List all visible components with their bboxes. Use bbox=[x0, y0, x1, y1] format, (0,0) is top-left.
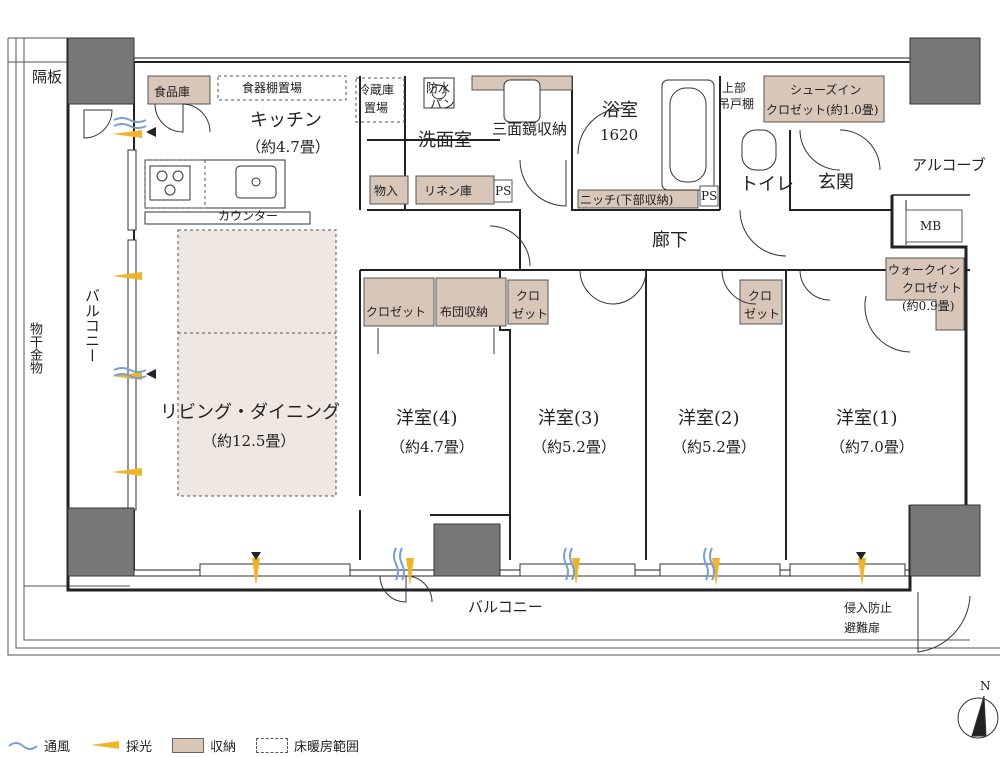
wic-label-a: ウォークイン bbox=[888, 263, 960, 277]
ps-label-1: PS bbox=[495, 184, 511, 198]
ps-label-2: PS bbox=[701, 189, 717, 203]
western2-name: 洋室(2) bbox=[678, 408, 740, 429]
bath-size: 1620 bbox=[600, 126, 638, 144]
washroom-name: 洗面室 bbox=[418, 130, 472, 151]
room-labels: キッチン （約4.7畳） リビング・ダイニング （約12.5畳） 洋室(4) （… bbox=[160, 100, 986, 456]
mb-label: MB bbox=[920, 219, 941, 233]
balcony-outline bbox=[7, 37, 1000, 656]
niche-label: ニッチ(下部収納) bbox=[580, 192, 673, 207]
western1-size: （約7.0畳） bbox=[830, 438, 914, 456]
markers bbox=[146, 127, 866, 560]
ps-boxes bbox=[493, 179, 963, 243]
wic-label-b: クロゼット bbox=[902, 281, 962, 295]
entrance-name: 玄関 bbox=[818, 172, 854, 193]
escape-label-a: 侵入防止 bbox=[844, 600, 892, 615]
upper-shelf-label-a: 上部 bbox=[722, 80, 746, 95]
legend-ventilation: 通風 bbox=[8, 736, 70, 755]
living-name: リビング・ダイニング bbox=[160, 402, 340, 423]
kitchen-name: キッチン bbox=[250, 110, 322, 131]
closet3-label-b: ゼット bbox=[512, 307, 548, 321]
legend-light: 採光 bbox=[90, 736, 152, 755]
drying-hardware-label: 物干金物 bbox=[27, 322, 42, 374]
floor-heating-swatch bbox=[256, 737, 289, 753]
closet2-label-a: クロ bbox=[748, 289, 772, 303]
storage-swatch bbox=[172, 737, 205, 753]
legend-light-label: 採光 bbox=[126, 739, 153, 755]
toilet-name: トイレ bbox=[740, 174, 794, 195]
kitchen-counter bbox=[144, 159, 311, 225]
bathtub bbox=[423, 77, 777, 191]
living-floor-fill bbox=[178, 230, 336, 496]
legend-storage: 収納 bbox=[172, 736, 236, 755]
shoe-closet-label: シューズイン bbox=[790, 82, 861, 97]
light-arrow-icon bbox=[91, 741, 120, 749]
north-label: N bbox=[980, 679, 991, 693]
partition-label: 隔板 bbox=[32, 68, 62, 86]
western3-name: 洋室(3) bbox=[538, 408, 600, 429]
western1-name: 洋室(1) bbox=[836, 408, 898, 429]
storage-labels: 食品庫 シューズイン クロゼット(約1.0畳) リネン庫 物入 クロゼット 布団… bbox=[154, 82, 962, 321]
mirror-label: 三面鏡収納 bbox=[492, 120, 567, 138]
legend-ventilation-label: 通風 bbox=[44, 739, 71, 755]
ventilation-marks bbox=[113, 117, 715, 581]
pantry-label: 食品庫 bbox=[154, 84, 190, 99]
legend: 通風 採光 収納 床暖房範囲 bbox=[8, 736, 371, 755]
fridge-label-a: 冷蔵庫 bbox=[358, 83, 394, 97]
wic-label-c: (約0.9畳) bbox=[902, 298, 954, 313]
washer-label-b: パン bbox=[430, 97, 455, 111]
living-size: （約12.5畳） bbox=[202, 432, 295, 450]
balcony-left-label: バルコニー bbox=[83, 288, 101, 363]
legend-floor-heating-label: 床暖房範囲 bbox=[294, 739, 360, 755]
counter-label: カウンター bbox=[218, 209, 278, 223]
closet3-label-a: クロ bbox=[516, 289, 540, 303]
fridge-label-b: 置場 bbox=[364, 101, 388, 115]
linen-label: リネン庫 bbox=[424, 184, 472, 198]
balcony-bottom-label: バルコニー bbox=[468, 598, 543, 616]
western4-name: 洋室(4) bbox=[396, 408, 458, 429]
doors bbox=[83, 103, 971, 653]
upper-shelf-label-b: 吊戸棚 bbox=[718, 96, 754, 111]
futon-label: 布団収納 bbox=[440, 305, 488, 319]
dish-shelf-label: 食器棚置場 bbox=[242, 80, 302, 95]
light-arrows bbox=[112, 130, 866, 586]
kitchen-size: （約4.7畳） bbox=[246, 138, 330, 156]
shoe-closet-label2: クロゼット(約1.0畳) bbox=[766, 102, 878, 117]
bath-name: 浴室 bbox=[602, 100, 638, 121]
legend-floor-heating: 床暖房範囲 bbox=[256, 736, 359, 755]
western3-size: （約5.2畳） bbox=[532, 438, 616, 456]
escape-label-b: 避難扉 bbox=[844, 620, 880, 635]
north-compass bbox=[957, 695, 999, 739]
closet4-label: クロゼット bbox=[366, 305, 426, 319]
ventilation-icon bbox=[8, 742, 38, 750]
misc-labels: 食器棚置場 冷蔵庫 置場 防水 パン 三面鏡収納 カウンター ニッチ(下部収納)… bbox=[32, 68, 991, 693]
alcove-name: アルコーブ bbox=[912, 156, 986, 174]
washer-label-a: 防水 bbox=[426, 80, 450, 95]
closet2-label-b: ゼット bbox=[744, 307, 780, 321]
western4-size: （約4.7畳） bbox=[390, 438, 474, 456]
hallway-name: 廊下 bbox=[652, 230, 688, 251]
pillars bbox=[67, 37, 981, 577]
misc-storage-label: 物入 bbox=[374, 184, 398, 198]
storage-boxes bbox=[147, 75, 965, 331]
western2-size: （約5.2畳） bbox=[672, 438, 756, 456]
dashed-areas bbox=[144, 75, 405, 497]
legend-storage-label: 収納 bbox=[210, 739, 237, 755]
